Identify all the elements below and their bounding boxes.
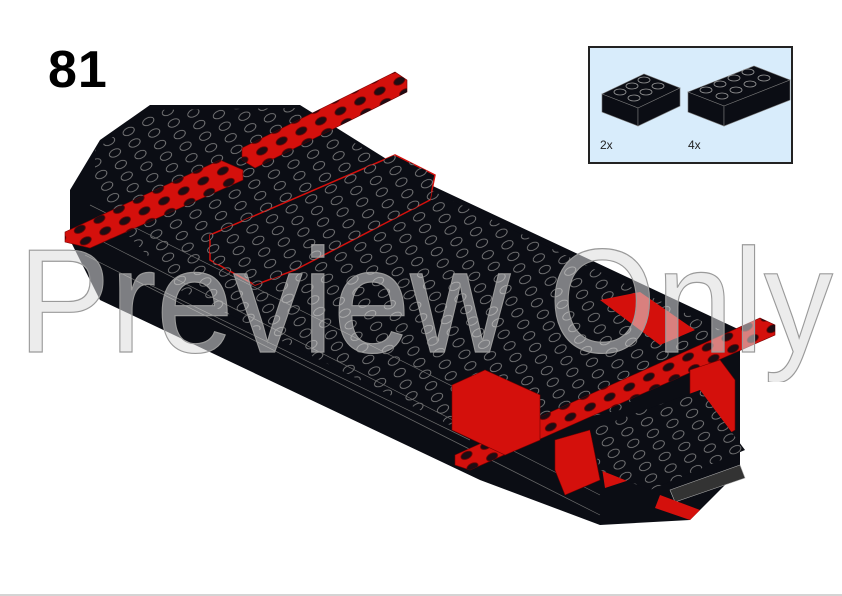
- part-qty-2x: 2x: [600, 138, 613, 152]
- parts-callout: 2x 4x: [588, 46, 793, 164]
- brick-2x3-icon: [601, 73, 681, 127]
- brick-2x4-icon: [687, 65, 791, 127]
- step-number: 81: [48, 41, 108, 99]
- part-qty-4x: 4x: [688, 138, 701, 152]
- page-bottom-divider: [0, 594, 842, 596]
